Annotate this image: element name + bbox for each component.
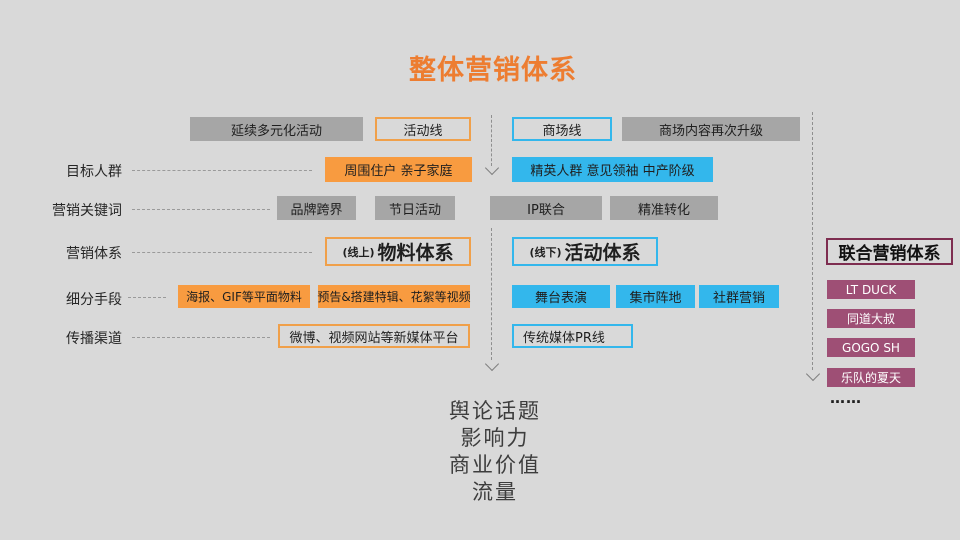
box-joint-marketing-title: 联合营销体系 [826,238,953,265]
box-partner-gogo-sh: GOGO SH [827,338,915,357]
box-partner-tongdao: 同道大叔 [827,309,915,328]
page-title: 整体营销体系 [409,55,577,86]
box-system-materials: (线上) 物料体系 [325,237,471,266]
box-partner-lt-duck: LT DUCK [827,280,915,299]
box-keyword-ip: IP联合 [490,196,602,220]
box-mall-line: 商场线 [512,117,612,141]
box-mall-upgrade: 商场内容再次升级 [622,117,800,141]
outcome-traffic: 流量 [472,480,518,504]
box-partner-band-summer: 乐队的夏天 [827,368,915,387]
outcome-topic: 舆论话题 [449,399,541,423]
box-keyword-festival: 节日活动 [375,196,455,220]
box-audience-online: 周围住户 亲子家庭 [325,157,472,182]
box-tactic-community: 社群营销 [699,285,779,308]
more-partners-ellipsis: …… [830,389,862,407]
dashed-leader-line [132,170,312,171]
dashed-leader-line [132,337,270,338]
box-activity-line: 活动线 [375,117,471,141]
arrow-down-icon [805,366,821,382]
box-multi-activities: 延续多元化活动 [190,117,363,141]
arrow-down-icon [484,356,500,372]
box-system-events: (线下) 活动体系 [512,237,658,266]
system-prefix-online: (线上) [342,245,375,259]
outcomes-block: 舆论话题 影响力 商业价值 流量 [380,398,610,506]
box-audience-offline: 精英人群 意见领袖 中产阶级 [512,157,713,182]
box-tactic-market: 集市阵地 [616,285,695,308]
box-tactic-stage: 舞台表演 [512,285,610,308]
box-keyword-brand-crossover: 品牌跨界 [277,196,356,220]
outcome-commercial-value: 商业价值 [449,453,541,477]
dashed-leader-line [132,209,270,210]
system-prefix-offline: (线下) [529,245,562,259]
center-dashed-arrow-top [491,115,492,166]
row-label-keywords: 营销关键词 [52,203,122,219]
row-label-system: 营销体系 [66,246,122,262]
row-label-tactics: 细分手段 [66,292,122,308]
outcome-influence: 影响力 [460,426,530,450]
system-name-events: 活动体系 [564,242,641,264]
center-dashed-arrow-bottom [491,228,492,360]
row-label-channels: 传播渠道 [66,331,122,347]
box-tactic-posters: 海报、GIF等平面物料 [178,285,310,308]
box-channel-pr: 传统媒体PR线 [512,324,633,348]
dashed-leader-line [128,297,166,298]
system-name-materials: 物料体系 [377,242,454,264]
arrow-down-icon [484,160,500,176]
row-label-audience: 目标人群 [66,164,122,180]
box-keyword-conversion: 精准转化 [610,196,718,220]
box-tactic-videos: 预告&搭建特辑、花絮等视频 [317,285,471,308]
box-channel-newmedia: 微博、视频网站等新媒体平台 [278,324,470,348]
dashed-leader-line [132,252,312,253]
right-dashed-arrow [812,112,813,370]
